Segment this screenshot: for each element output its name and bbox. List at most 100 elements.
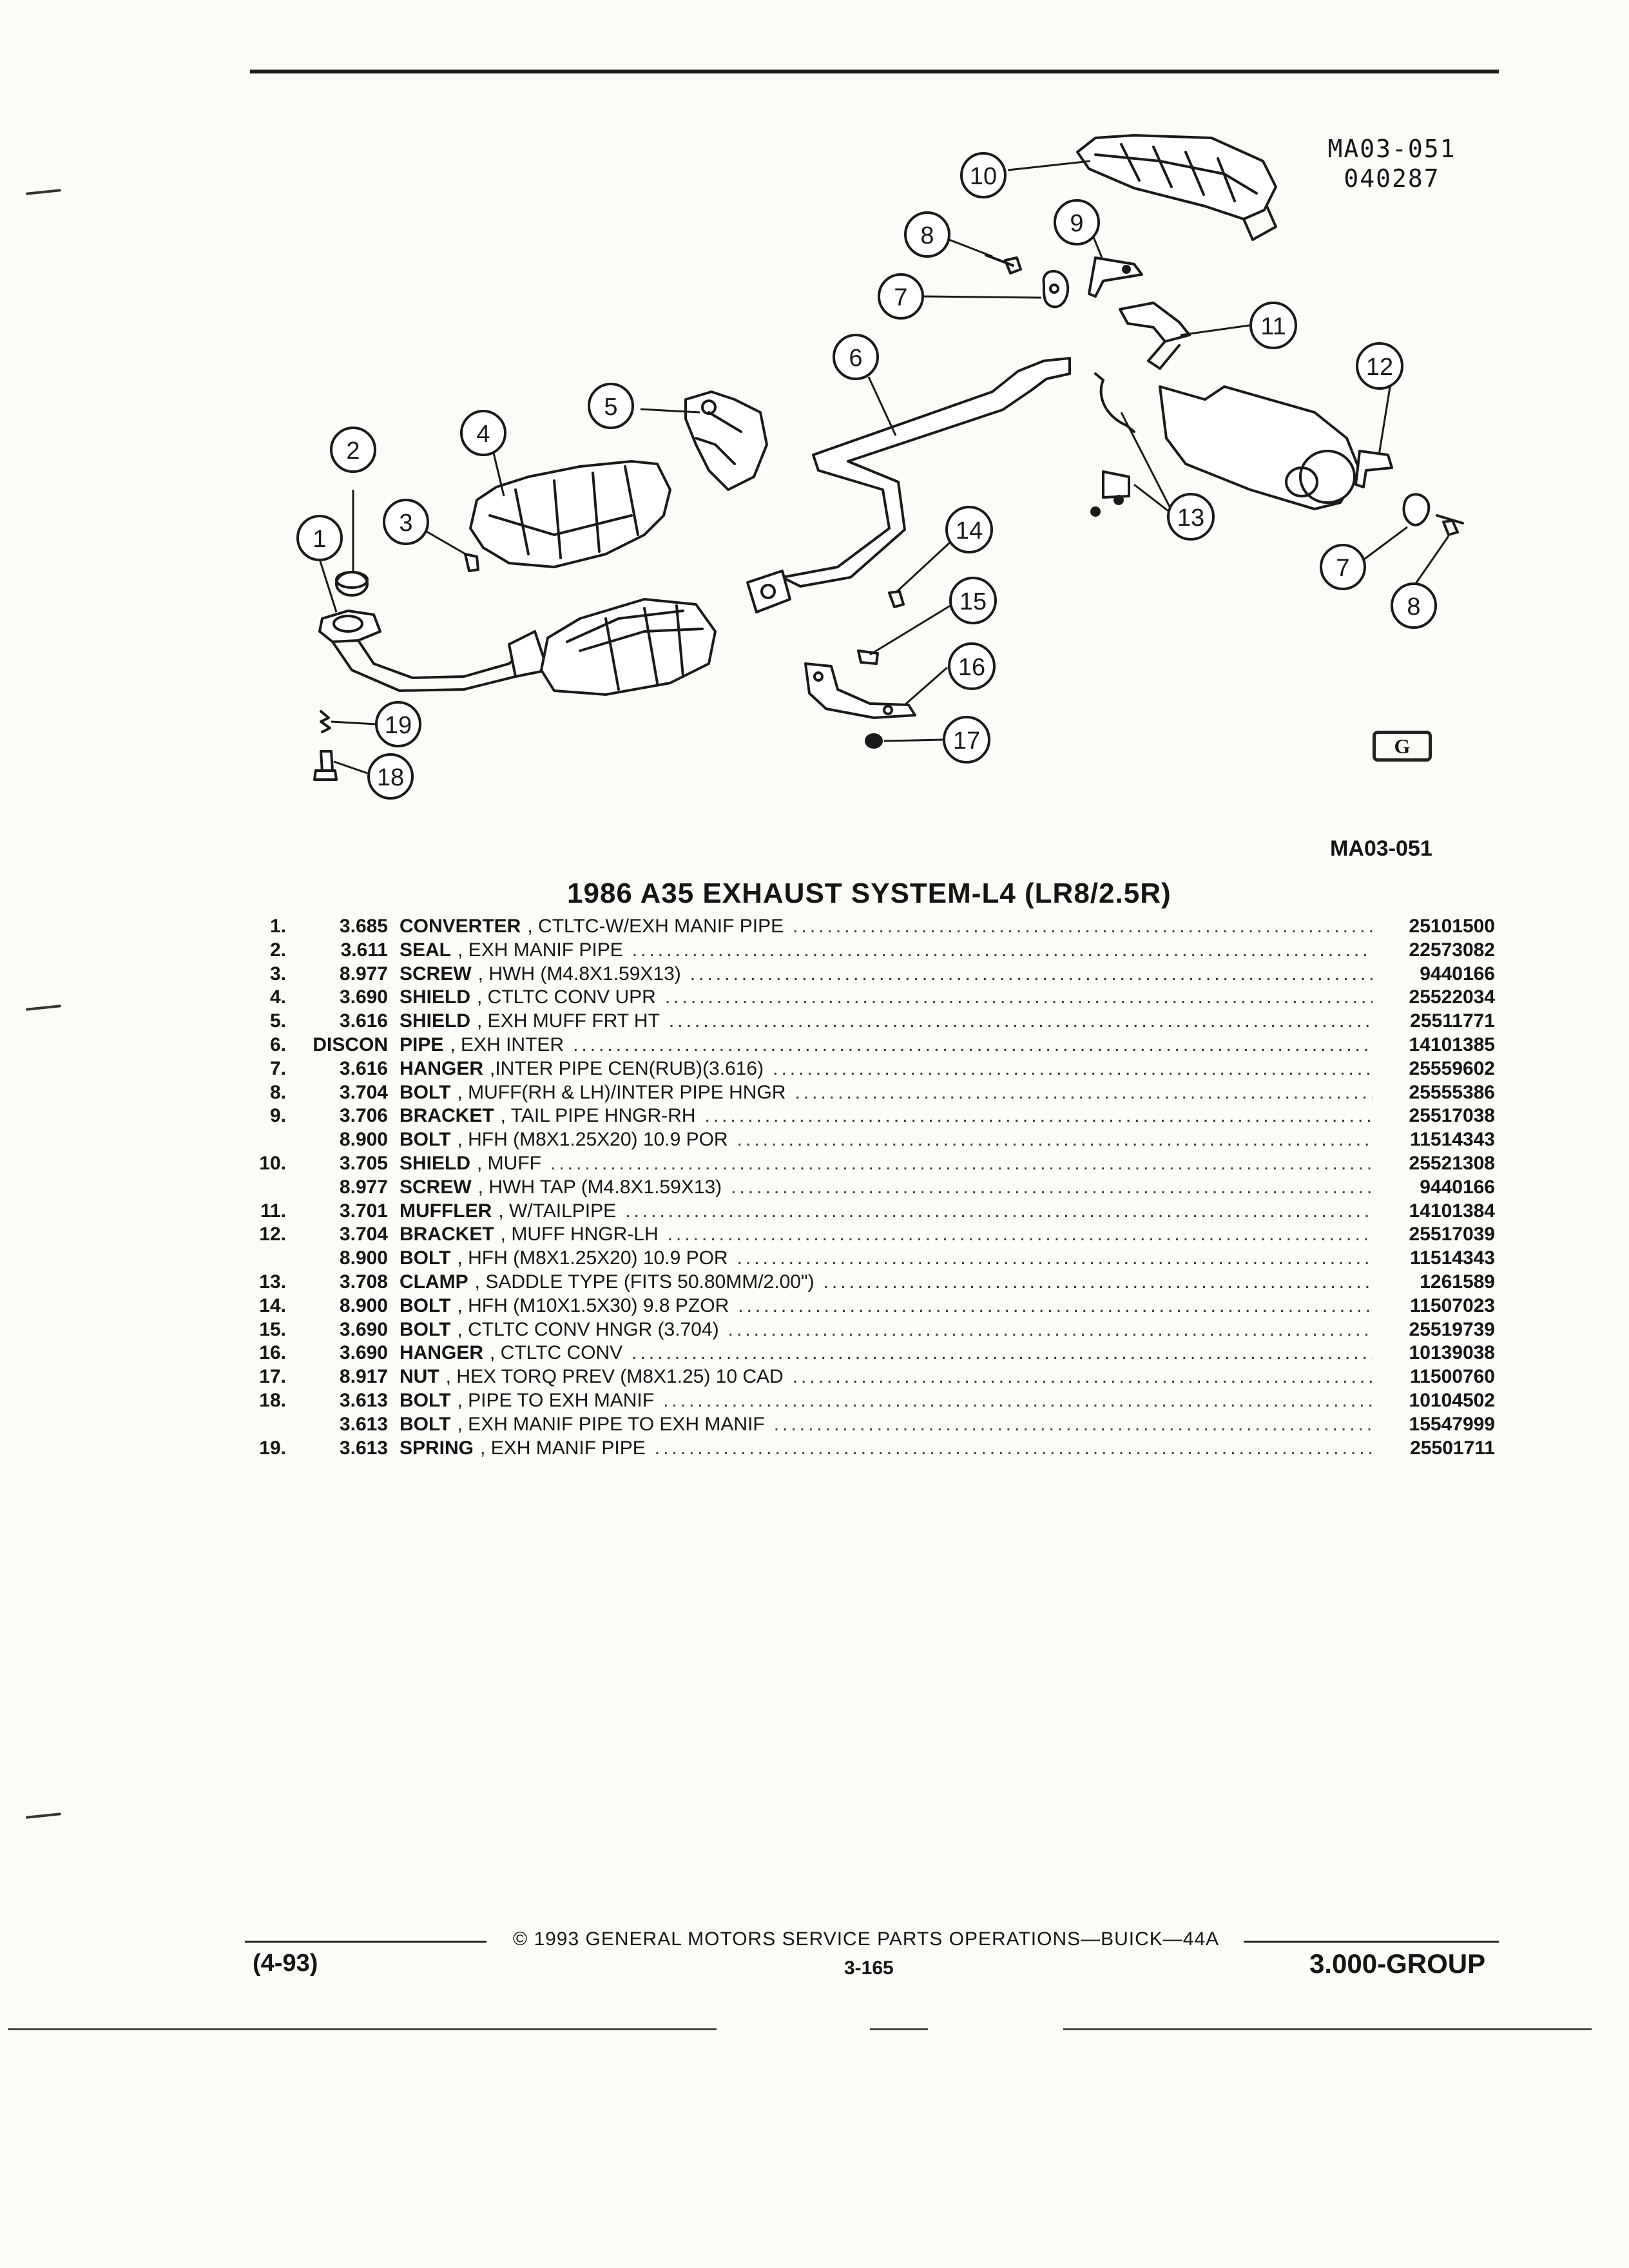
svg-text:9: 9 bbox=[1070, 210, 1083, 237]
illustration-reference-code: MA03-051 040287 bbox=[1308, 134, 1476, 193]
part-name: BRACKET bbox=[400, 1224, 494, 1245]
callout-5: 5 bbox=[588, 383, 634, 429]
part-detail: , CTLTC CONV UPR bbox=[477, 986, 656, 1008]
part-detail: , HWH (M4.8X1.59X13) bbox=[477, 963, 681, 985]
part-description: CLAMP, SADDLE TYPE (FITS 50.80MM/2.00").… bbox=[400, 1271, 1373, 1294]
group-number: 3.690 bbox=[339, 986, 388, 1008]
leader-dots: ........................................… bbox=[550, 1152, 1373, 1174]
callout-8: 8 bbox=[904, 211, 950, 258]
item-number: 6. bbox=[269, 1033, 286, 1055]
part-name: BOLT bbox=[400, 1294, 451, 1316]
part-name: SHIELD bbox=[400, 986, 471, 1008]
callout-13: 13 bbox=[1167, 493, 1215, 541]
leader-dots: ........................................… bbox=[737, 1129, 1373, 1151]
item-number: 1. bbox=[269, 916, 286, 937]
part-description: SPRING, EXH MANIF PIPE..................… bbox=[400, 1437, 1373, 1461]
callout-18: 18 bbox=[367, 753, 414, 800]
part-number: 10104502 bbox=[1409, 1389, 1495, 1411]
callout-15: 15 bbox=[949, 577, 997, 624]
part-name: SCREW bbox=[400, 963, 472, 985]
item-number: 3. bbox=[269, 963, 286, 985]
part-number: 9440166 bbox=[1420, 1176, 1495, 1198]
part-detail: , EXH INTER bbox=[450, 1033, 564, 1055]
callout-16: 16 bbox=[948, 642, 996, 690]
callout-2: 2 bbox=[330, 427, 376, 473]
callout-19: 19 bbox=[375, 701, 421, 747]
group-number: 3.690 bbox=[339, 1342, 388, 1364]
ref-code-line-1: MA03-051 bbox=[1327, 135, 1456, 163]
svg-text:12: 12 bbox=[1366, 354, 1393, 381]
top-rule bbox=[250, 70, 1499, 73]
leader-dots: ........................................… bbox=[625, 1200, 1373, 1222]
callout-6: 6 bbox=[833, 334, 879, 380]
ref-code-line-2: 040287 bbox=[1344, 164, 1440, 193]
group-number: 3.705 bbox=[339, 1152, 388, 1174]
svg-text:19: 19 bbox=[385, 712, 412, 739]
part-description: MUFFLER, W/TAILPIPE.....................… bbox=[400, 1200, 1373, 1224]
part-detail: , HFH (M8X1.25X20) 10.9 POR bbox=[457, 1129, 728, 1151]
part-description: SHIELD, EXH MUFF FRT HT.................… bbox=[400, 1010, 1373, 1033]
footer-rule-right bbox=[1244, 1941, 1499, 1943]
part-description: NUT, HEX TORQ PREV (M8X1.25) 10 CAD.....… bbox=[400, 1365, 1373, 1389]
part-detail: , HFH (M8X1.25X20) 10.9 POR bbox=[457, 1247, 728, 1269]
part-description: HANGER, CTLTC CONV......................… bbox=[400, 1341, 1373, 1365]
svg-text:5: 5 bbox=[604, 394, 617, 421]
part-number: 11514343 bbox=[1410, 1129, 1495, 1151]
part-description: BOLT, MUFF(RH & LH)/INTER PIPE HNGR.....… bbox=[400, 1081, 1373, 1105]
item-number: 18. bbox=[259, 1389, 286, 1411]
group-number: 3.613 bbox=[339, 1413, 388, 1435]
group-number: 3.613 bbox=[339, 1389, 388, 1411]
part-detail: , PIPE TO EXH MANIF bbox=[457, 1389, 655, 1411]
leader-dots: ........................................… bbox=[773, 1413, 1373, 1435]
part-description: SCREW, HWH (M4.8X1.59X13)...............… bbox=[400, 963, 1373, 986]
part-number: 14101384 bbox=[1409, 1200, 1495, 1222]
group-number: 8.900 bbox=[339, 1247, 388, 1269]
part-number: 11507023 bbox=[1410, 1294, 1495, 1316]
leader-dots: ........................................… bbox=[654, 1437, 1373, 1459]
part-detail: , HEX TORQ PREV (M8X1.25) 10 CAD bbox=[445, 1366, 784, 1388]
part-detail: , SADDLE TYPE (FITS 50.80MM/2.00") bbox=[474, 1271, 815, 1293]
muffler-drawing bbox=[1119, 302, 1361, 510]
callouts: 10 9 8 7 11 12 6 13 5 4 2 1 3 14 15 16 1… bbox=[296, 152, 1437, 800]
group-number: 3.616 bbox=[339, 1010, 388, 1032]
part-detail: , TAIL PIPE HNGR-RH bbox=[500, 1105, 696, 1127]
item-number: 19. bbox=[259, 1437, 286, 1459]
part-description: BOLT, HFH (M8X1.25X20) 10.9 POR.........… bbox=[400, 1247, 1373, 1271]
part-number: 11514343 bbox=[1410, 1247, 1495, 1269]
part-number: 25517039 bbox=[1409, 1224, 1495, 1245]
part-detail: , MUFF HNGR-LH bbox=[500, 1224, 659, 1245]
svg-text:8: 8 bbox=[1407, 593, 1420, 620]
leader-dots: ........................................… bbox=[668, 1010, 1373, 1032]
part-number: 25555386 bbox=[1409, 1081, 1495, 1103]
part-name: BOLT bbox=[400, 1413, 451, 1435]
part-name: SHIELD bbox=[400, 1010, 471, 1032]
svg-text:4: 4 bbox=[476, 421, 490, 448]
part-detail: , W/TAILPIPE bbox=[498, 1200, 617, 1222]
part-description: SHIELD, MUFF............................… bbox=[400, 1152, 1373, 1176]
leader-dots: ........................................… bbox=[731, 1176, 1373, 1198]
part-detail: , EXH MANIF PIPE bbox=[458, 939, 623, 961]
part-number: 25511771 bbox=[1410, 1010, 1495, 1032]
part-description: SCREW, HWH TAP (M4.8X1.59X13)...........… bbox=[400, 1176, 1373, 1200]
part-description: SEAL, EXH MANIF PIPE....................… bbox=[400, 939, 1373, 963]
svg-text:15: 15 bbox=[959, 588, 987, 615]
item-number: 10. bbox=[259, 1152, 286, 1174]
part-detail: , CTLTC CONV HNGR (3.704) bbox=[457, 1318, 719, 1340]
part-name: NUT bbox=[400, 1366, 439, 1388]
leader-dots: ........................................… bbox=[737, 1247, 1373, 1269]
part-detail: , HWH TAP (M4.8X1.59X13) bbox=[477, 1176, 722, 1198]
part-detail: , HFH (M10X1.5X30) 9.8 PZOR bbox=[457, 1294, 729, 1316]
leader-dots: ........................................… bbox=[664, 986, 1373, 1008]
group-number: DISCON bbox=[313, 1033, 388, 1055]
part-number: 1261589 bbox=[1420, 1271, 1495, 1293]
svg-text:17: 17 bbox=[953, 727, 980, 754]
